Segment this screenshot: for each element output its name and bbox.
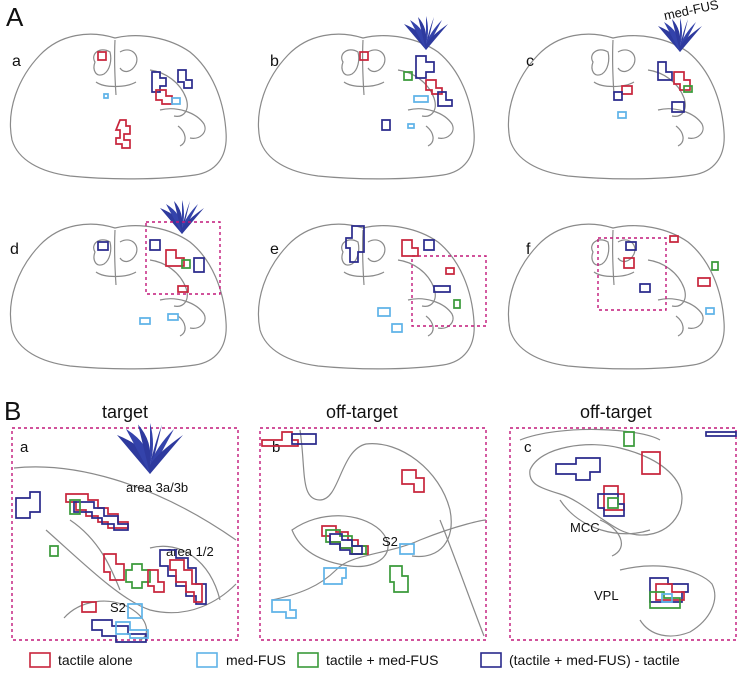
zoom-b-letter: b — [272, 439, 280, 456]
section-e-letter: e — [270, 241, 279, 258]
section-f-letter: f — [526, 241, 531, 258]
label-area-12: area 1/2 — [166, 544, 214, 559]
zoom-c-letter: c — [524, 439, 532, 456]
label-vpl: VPL — [594, 588, 619, 603]
legend-label-tactile-plus-fus: tactile + med-FUS — [326, 652, 438, 668]
med-fus-label: med-FUS — [662, 0, 720, 23]
section-c: c med-FUS — [507, 0, 725, 180]
legend-label-med-fus: med-FUS — [226, 652, 286, 668]
section-a: a — [9, 33, 227, 180]
legend-label-tactile-alone: tactile alone — [58, 652, 133, 668]
legend-swatch-tactile-alone — [29, 652, 51, 668]
panel-a-label: A — [6, 2, 24, 32]
section-d: d — [9, 200, 227, 370]
col-b-title: off-target — [326, 402, 398, 422]
label-mcc: MCC — [570, 520, 600, 535]
legend-swatch-med-fus — [196, 652, 218, 668]
zoom-panel-offtarget-b: b S2 — [259, 427, 487, 641]
legend-swatch-difference — [480, 652, 502, 668]
label-s2-b: S2 — [382, 534, 398, 549]
legend: tactile alone med-FUS tactile + med-FUS … — [29, 652, 680, 668]
zoom-a-letter: a — [20, 439, 29, 456]
zoom-panel-offtarget-c: c MCC VPL — [509, 427, 737, 641]
label-area-3a3b: area 3a/3b — [126, 480, 188, 495]
legend-label-difference: (tactile + med-FUS) - tactile — [509, 652, 680, 668]
section-e: e — [257, 223, 487, 370]
legend-swatch-tactile-plus-fus — [297, 652, 319, 668]
zoom-panel-target: a area 3a/3b area 1/2 S2 — [11, 423, 239, 643]
section-b-letter: b — [270, 53, 279, 70]
col-a-title: target — [102, 402, 148, 422]
section-c-letter: c — [526, 53, 534, 70]
section-b: b — [257, 16, 475, 180]
section-f: f — [507, 223, 725, 370]
section-d-letter: d — [10, 241, 19, 258]
section-a-letter: a — [12, 53, 21, 70]
panel-b-label: B — [4, 396, 21, 426]
col-c-title: off-target — [580, 402, 652, 422]
label-s2-a: S2 — [110, 600, 126, 615]
